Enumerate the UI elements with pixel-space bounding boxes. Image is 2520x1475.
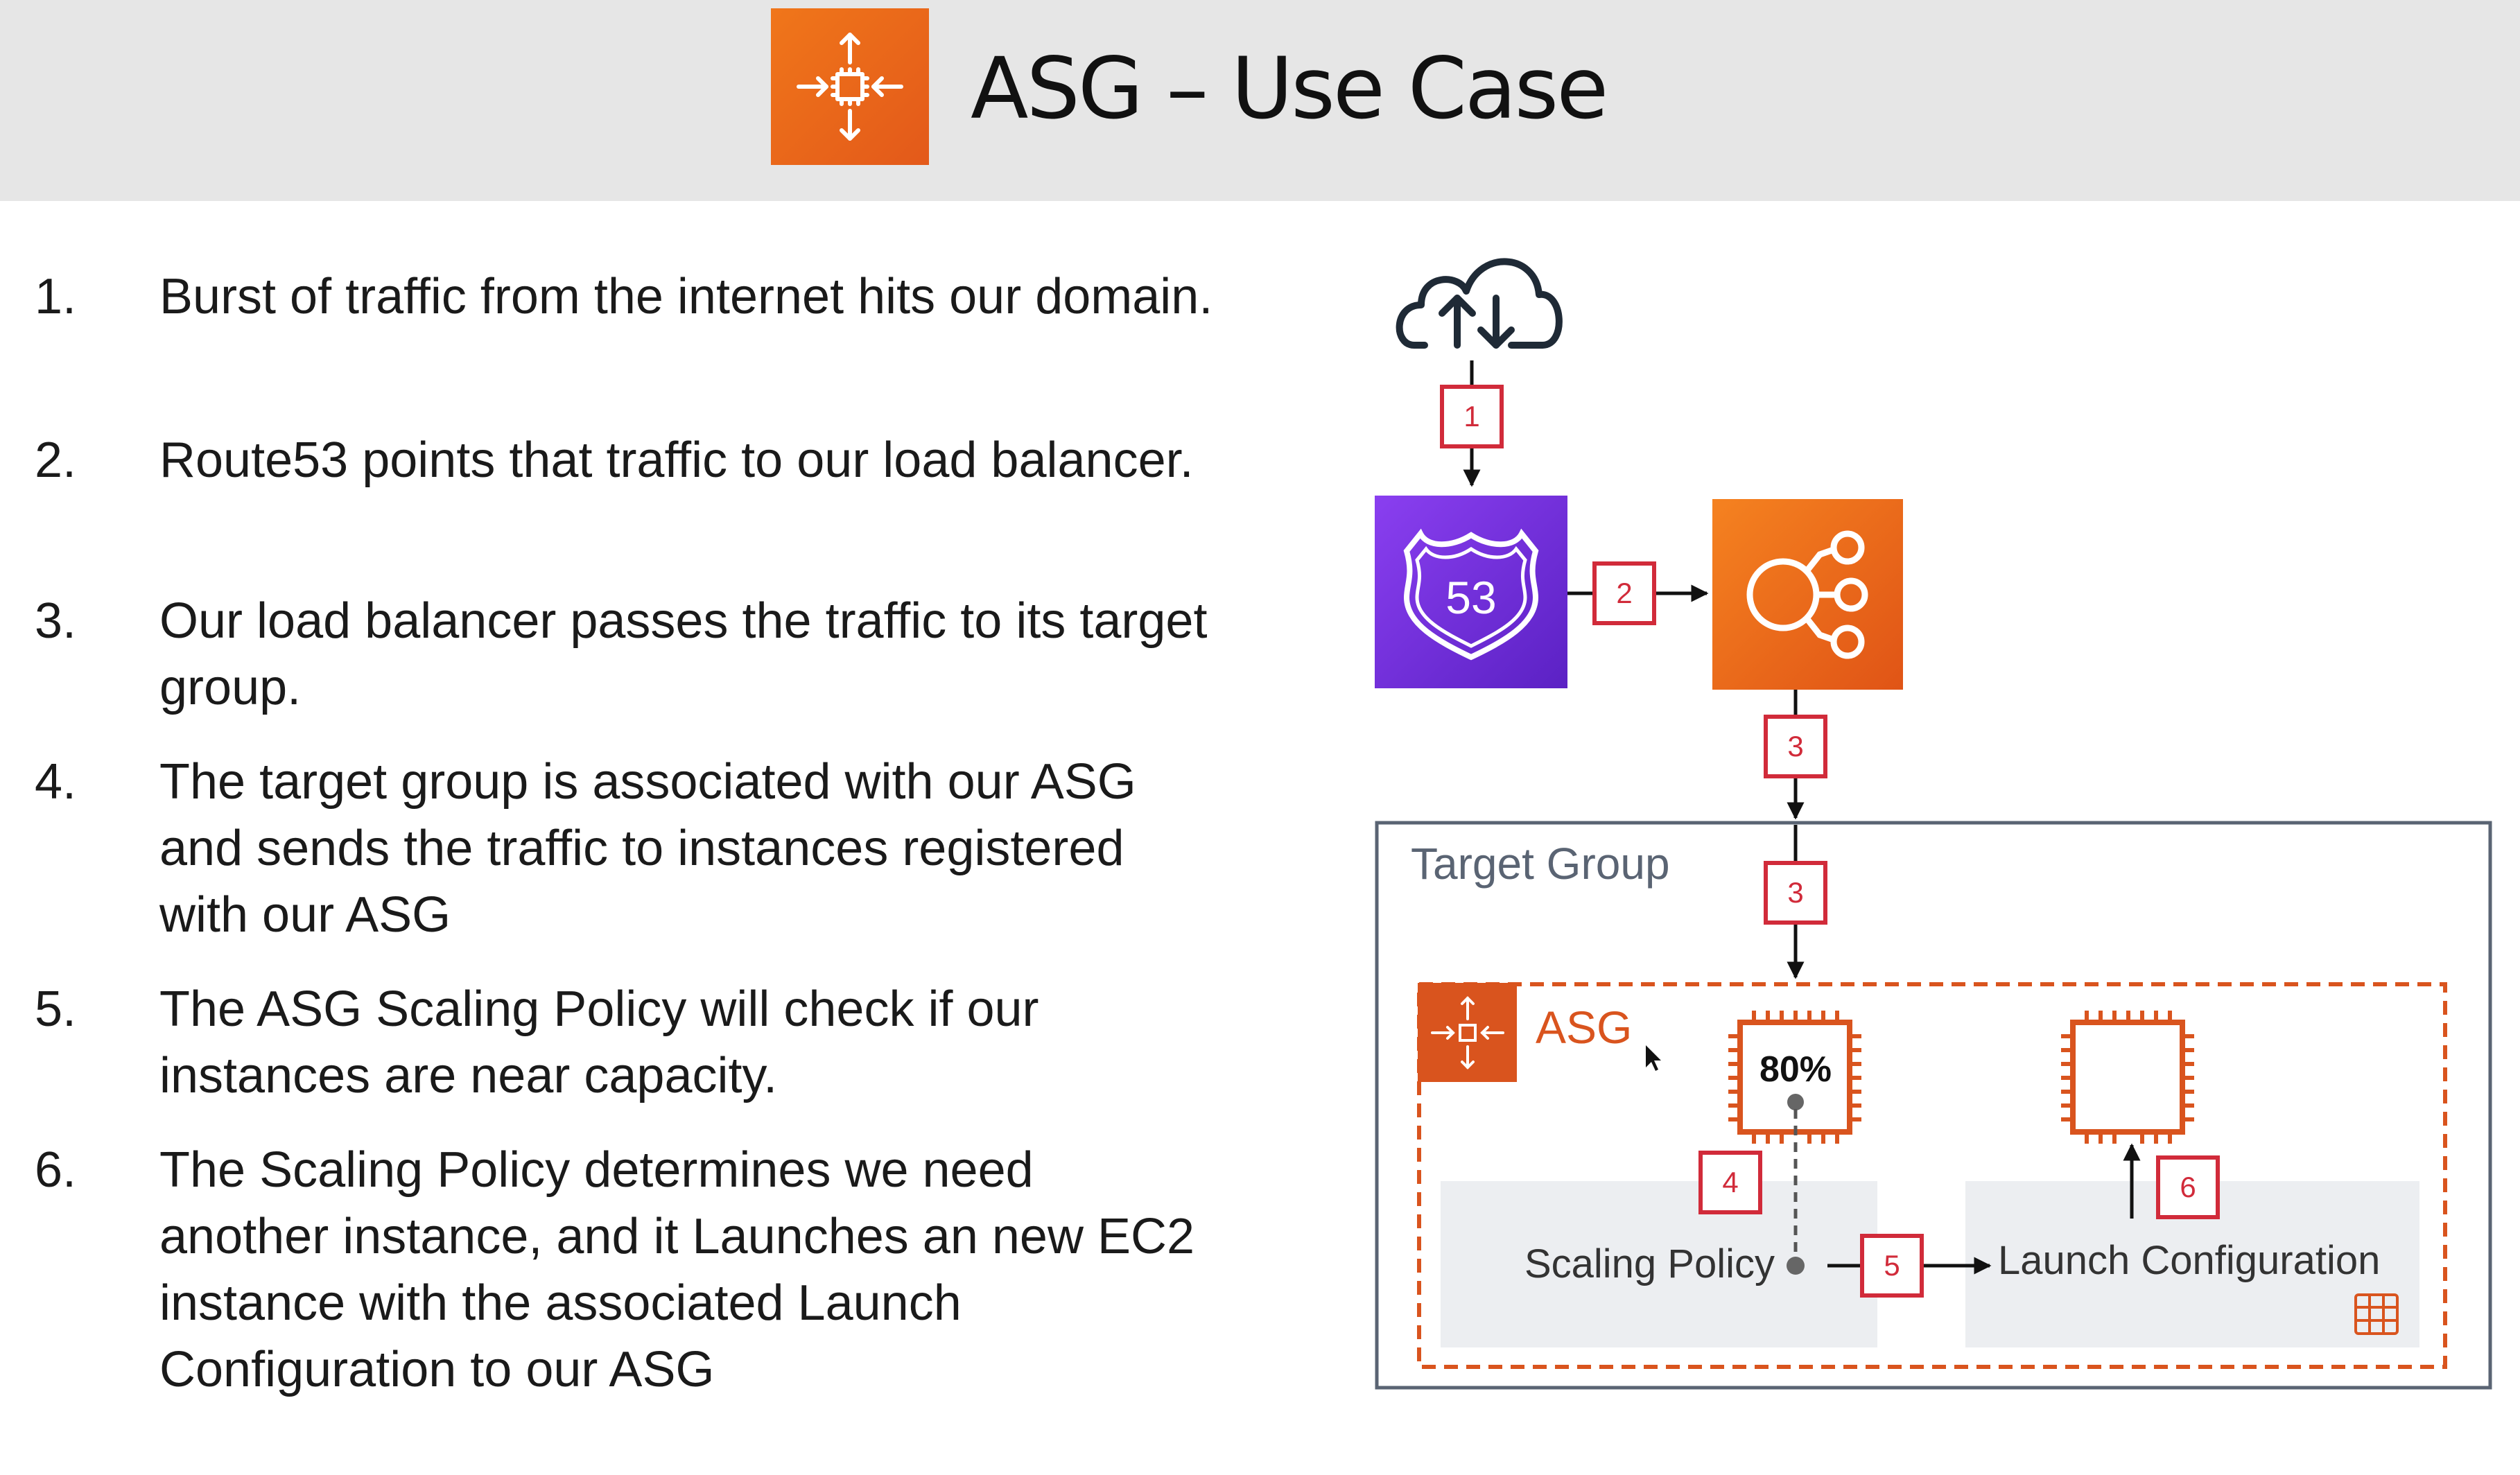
step-badge [2156,1155,2220,1219]
use-case-steps: 1. Burst of traffic from the internet hi… [0,263,1234,1403]
step-number: 4. [35,754,77,810]
step-number: 6. [35,1142,77,1198]
step-number: 1. [35,269,77,324]
scaling-policy-label: Scaling Policy [1524,1241,1775,1286]
step-number: 2. [35,433,77,488]
new-ec2-instance-icon [2061,1011,2194,1144]
step-text: Burst of traffic from the internet hits … [159,269,1213,324]
step-item: 2. Route53 points that traffic to our lo… [0,427,1234,588]
auto-scaling-icon [771,8,929,165]
badge-label: 1 [1463,400,1479,433]
asg-icon [1418,983,1517,1082]
step-badge [1764,715,1827,778]
step-badge [1764,861,1827,925]
step-item: 5. The ASG Scaling Policy will check if … [0,976,1234,1137]
badge-label: 4 [1722,1166,1738,1198]
badge-label: 6 [2180,1171,2196,1203]
step-text: The target group is associated with our … [159,754,1136,943]
load-balancer-icon [1712,499,1903,690]
scaling-policy-panel [1441,1181,1877,1347]
step-item: 6. The Scaling Policy determines we need… [0,1137,1234,1403]
mouse-cursor-icon [1646,1045,1661,1071]
route53-icon: 53 [1375,496,1567,688]
asg-label: ASG [1536,1002,1632,1053]
step-number: 3. [35,593,77,649]
step-badge [1592,561,1656,625]
asg-group-box [1417,982,2447,1369]
slide-header: ASG – Use Case [0,0,2520,201]
step-badge [1860,1234,1924,1298]
cloud-upload-download-icon [1396,258,1563,349]
step-text: The ASG Scaling Policy will check if our… [159,981,1039,1103]
badge-label: 5 [1884,1249,1900,1282]
step-badge [1698,1151,1762,1214]
badge-label: 3 [1787,876,1803,909]
auto-scaling-glyph [797,33,903,141]
badge-label: 3 [1787,730,1803,762]
step-item: 4. The target group is associated with o… [0,749,1234,976]
step-item: 3. Our load balancer passes the traffic … [0,588,1234,749]
launch-configuration-label: Launch Configuration [1998,1238,2380,1283]
step-text: The Scaling Policy determines we need an… [159,1142,1195,1397]
cpu-pin-dot [1787,1094,1804,1110]
badge-label: 2 [1616,577,1632,609]
cpu-utilization-label: 80% [1759,1049,1832,1090]
slide-title: ASG – Use Case [971,40,1608,138]
step-badge [1440,385,1504,448]
connector-dot [1787,1257,1805,1275]
step-number: 5. [35,981,77,1037]
step-text: Our load balancer passes the traffic to … [159,593,1208,715]
launch-template-table-icon [2354,1293,2399,1335]
step-text: Route53 points that traffic to our load … [159,433,1194,488]
route53-label: 53 [1445,572,1496,623]
step-item: 1. Burst of traffic from the internet hi… [0,263,1234,427]
target-group-label: Target Group [1411,839,1670,889]
